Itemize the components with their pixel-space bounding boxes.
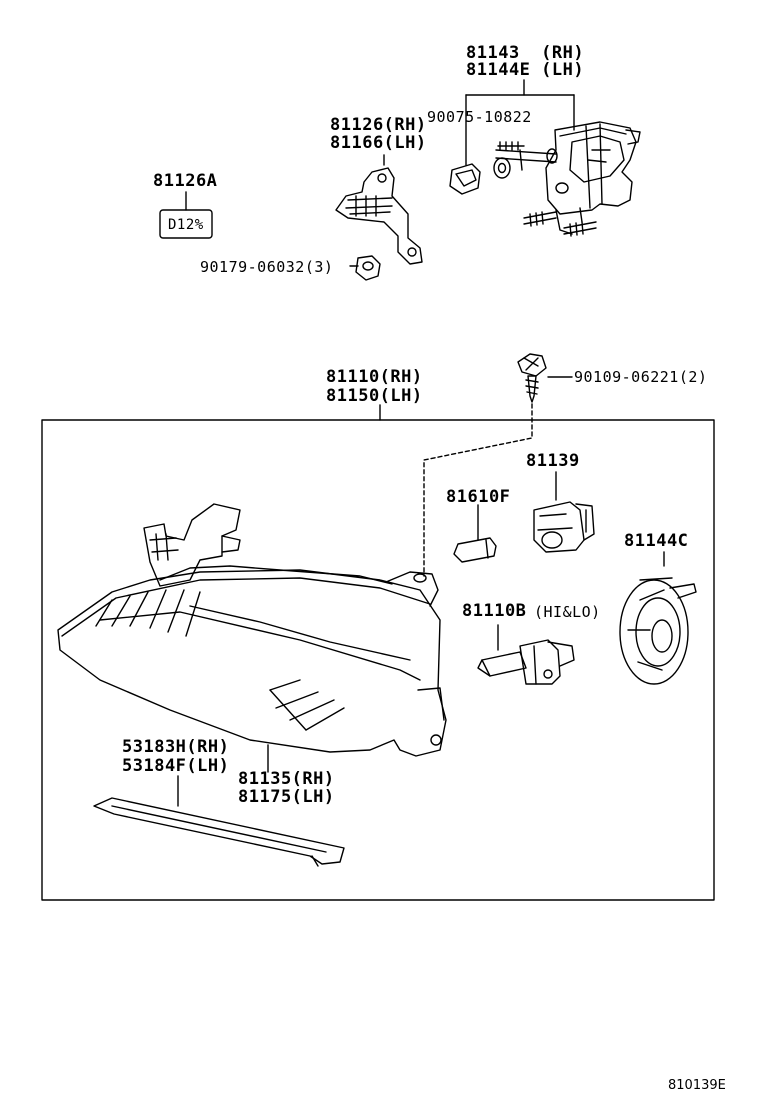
leveling-motor-label-lh: 81144E (LH)	[466, 60, 585, 80]
socket-icon	[534, 472, 594, 552]
socket-cover-label: 81144C	[624, 531, 689, 551]
socket-cover-icon	[620, 552, 696, 684]
main-bulb-icon	[478, 625, 574, 684]
label-plate-text: D12%	[168, 217, 204, 233]
headlamp-assy-label-lh: 81150(LH)	[326, 386, 423, 406]
bracket-label-lh: 81166(LH)	[330, 133, 427, 153]
small-bulb-icon	[454, 505, 496, 562]
headlamp-housing-icon	[58, 504, 446, 756]
headlamp-assy-label-rh: 81110(RH)	[326, 367, 423, 387]
leveling-motor-leader	[466, 80, 574, 165]
bracket-icon	[336, 155, 422, 264]
garnish-label-rh: 53183H(RH)	[122, 737, 230, 757]
assy-box	[42, 420, 714, 900]
garnish-label-lh: 53184F(LH)	[122, 756, 230, 776]
screw-dashed-leader	[424, 404, 532, 576]
adjust-screw-label: 90075-10822	[427, 108, 532, 126]
leveling-motor-icon	[494, 122, 640, 236]
nut-icon	[350, 256, 380, 280]
lens-label-lh: 81175(LH)	[238, 787, 335, 807]
lens-label-rh: 81135(RH)	[238, 769, 335, 789]
leveling-motor-label-rh: 81143 (RH)	[466, 43, 585, 63]
socket-label: 81139	[526, 451, 580, 471]
main-bulb-label: 81110B	[462, 601, 527, 621]
label-plate-icon	[160, 192, 212, 238]
nut-label: 90179-06032(3)	[200, 258, 334, 276]
label-part-label: 81126A	[153, 171, 218, 191]
garnish-strip-icon	[94, 776, 344, 866]
small-bulb-label: 81610F	[446, 487, 511, 507]
adjust-screw-icon	[450, 164, 480, 194]
mounting-screw-label: 90109-06221(2)	[574, 368, 708, 386]
mounting-screw-icon	[518, 354, 572, 402]
diagram-reference-code: 810139E	[668, 1078, 726, 1093]
bracket-label-rh: 81126(RH)	[330, 115, 427, 135]
main-bulb-note: (HI&LO)	[534, 603, 601, 621]
